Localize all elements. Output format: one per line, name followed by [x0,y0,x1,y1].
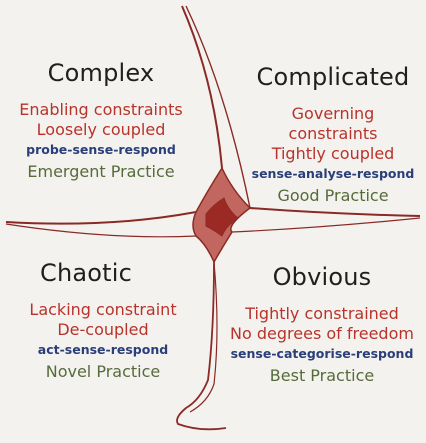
quadrant-title: Complex [47,59,155,87]
top-boundary-line-outer [185,5,251,209]
left-boundary-line [5,211,197,225]
quadrant-title: Obvious [272,263,372,291]
quadrant-chaotic: Chaotic Lacking constraint De-coupled ac… [18,258,188,382]
practice-text: Emergent Practice [27,161,175,181]
practice-text: Good Practice [277,185,389,205]
practice-text: Best Practice [269,365,375,385]
practice-text: Novel Practice [45,361,161,381]
left-boundary-line-lower [5,223,197,238]
quadrant-title: Complicated [256,63,410,91]
constraint-text: Enabling constraints [19,100,183,119]
approach-text: probe-sense-respond [26,142,176,157]
approach-text: act-sense-respond [37,342,169,357]
coupling-text: Loosely coupled [36,120,166,139]
right-boundary-line-lower [231,217,421,233]
approach-text: sense-categorise-respond [230,346,414,361]
quadrant-obvious: Obvious Tightly constrained No degrees o… [222,262,422,386]
constraint-text: Governing constraints [288,104,378,143]
bottom-boundary-line-outer [189,261,218,413]
coupling-text: No degrees of freedom [230,324,414,343]
quadrant-complicated: Complicated Governing constraints Tightl… [245,62,421,206]
bottom-boundary-line [176,261,227,431]
constraint-text: Lacking constraint [29,300,177,319]
top-boundary-line [181,5,223,169]
approach-text: sense-analyse-respond [251,166,415,181]
constraint-text: Tightly constrained [245,304,399,323]
coupling-text: De-coupled [57,320,149,339]
quadrant-complex: Complex Enabling constraints Loosely cou… [16,58,186,182]
centre-core [205,197,239,237]
quadrant-title: Chaotic [40,259,133,287]
coupling-text: Tightly coupled [271,144,395,163]
right-boundary-line [249,207,421,217]
